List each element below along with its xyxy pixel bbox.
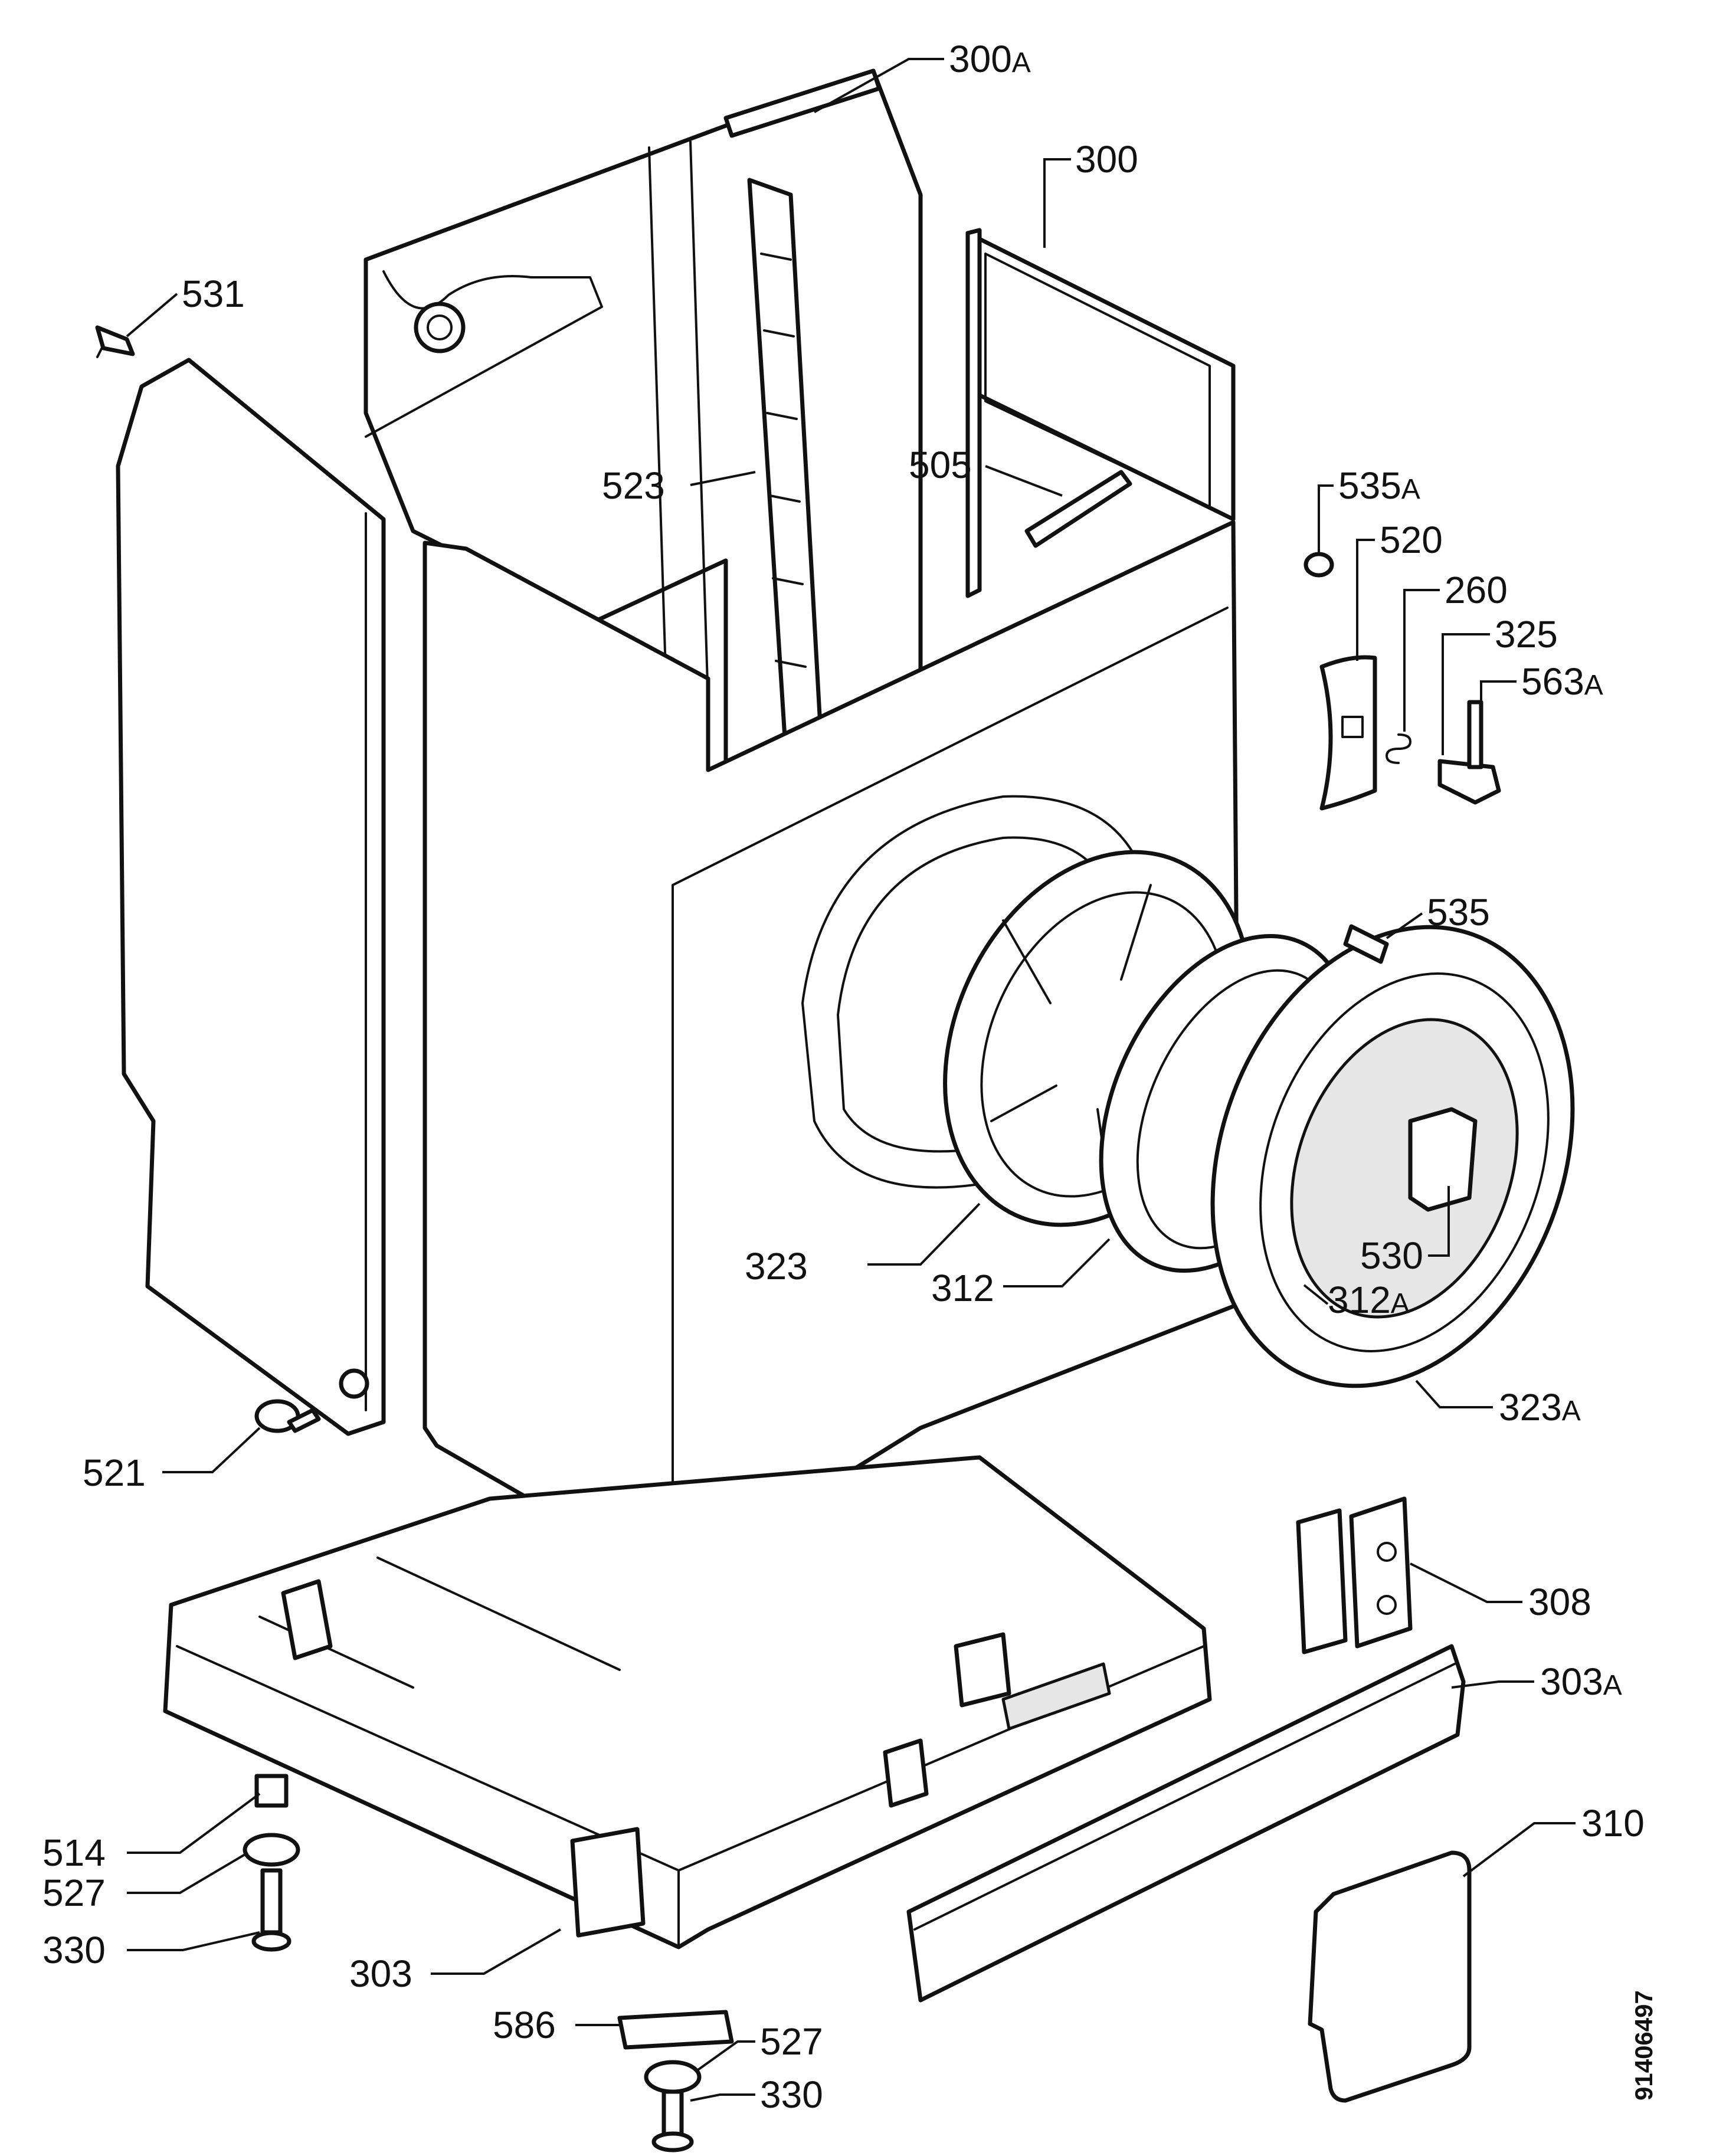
callout-535: 535 xyxy=(1427,891,1490,933)
door-handle-530 xyxy=(1408,1107,1478,1212)
pin-535 xyxy=(1343,924,1389,964)
callout-527-left: 527 xyxy=(42,1872,106,1914)
callout-312a: 312A xyxy=(1328,1279,1410,1321)
callout-505: 505 xyxy=(909,444,972,486)
leader-lines xyxy=(126,58,1576,2102)
callout-330-right: 330 xyxy=(760,2073,823,2116)
foot-left-group xyxy=(243,1774,300,1952)
callout-325: 325 xyxy=(1495,613,1558,656)
callout-527-right: 527 xyxy=(760,2020,823,2063)
document-number: 91406497 xyxy=(1630,1990,1658,2101)
callout-563a: 563A xyxy=(1521,660,1603,703)
callout-514: 514 xyxy=(42,1831,106,1874)
callout-586: 586 xyxy=(493,2004,556,2046)
door-frame-323a xyxy=(1210,925,1575,1388)
callout-310: 310 xyxy=(1581,1802,1645,1844)
callout-260: 260 xyxy=(1445,569,1508,611)
callout-303: 303 xyxy=(349,1952,412,1995)
screw-531 xyxy=(95,325,135,358)
callout-531: 531 xyxy=(182,273,245,315)
callout-303a: 303A xyxy=(1540,1660,1622,1703)
foot-right-group xyxy=(617,2010,734,2152)
callout-labels: 300A 300 531 523 505 535A 520 260 325 56… xyxy=(42,38,1645,2116)
callout-521: 521 xyxy=(83,1451,146,1494)
screw-521 xyxy=(254,1399,321,1433)
callout-530: 530 xyxy=(1360,1234,1423,1277)
callout-535a: 535A xyxy=(1338,464,1420,507)
callout-300a: 300A xyxy=(949,38,1031,80)
rear-frame-300 xyxy=(965,228,1236,598)
callout-312: 312 xyxy=(931,1267,994,1309)
callout-520: 520 xyxy=(1380,519,1443,561)
service-flap-310 xyxy=(1308,1850,1472,2103)
callout-523: 523 xyxy=(602,464,665,507)
callout-323: 323 xyxy=(745,1245,808,1287)
callout-330-left: 330 xyxy=(42,1929,106,1971)
rod-505 xyxy=(1024,470,1132,548)
callout-300: 300 xyxy=(1075,138,1138,181)
callout-323a: 323A xyxy=(1499,1386,1581,1428)
hinge-308 xyxy=(1296,1496,1413,1654)
hinge-parts-group xyxy=(1303,552,1501,811)
left-side-panel xyxy=(116,358,386,1436)
plinth-panel-303a xyxy=(906,1644,1466,2003)
base-frame-303 xyxy=(163,1455,1212,1949)
callout-308: 308 xyxy=(1528,1581,1591,1623)
